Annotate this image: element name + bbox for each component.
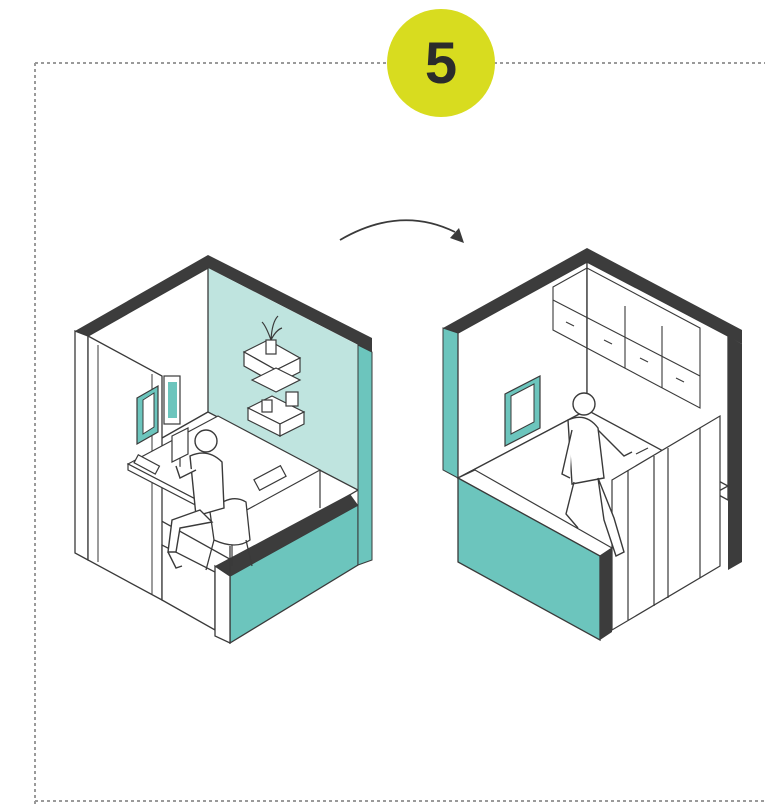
- office-room: [75, 255, 372, 643]
- office-front-wall-white: [162, 545, 215, 630]
- wardrobe-left-face-teal: [443, 328, 458, 478]
- wardrobe-room: [443, 248, 742, 640]
- wardrobe-right-side: [728, 336, 742, 570]
- wardrobe-front-edge: [600, 548, 612, 640]
- curved-arrow-icon: [340, 220, 464, 243]
- office-left-face: [75, 331, 88, 560]
- office-right-side-teal: [358, 345, 372, 565]
